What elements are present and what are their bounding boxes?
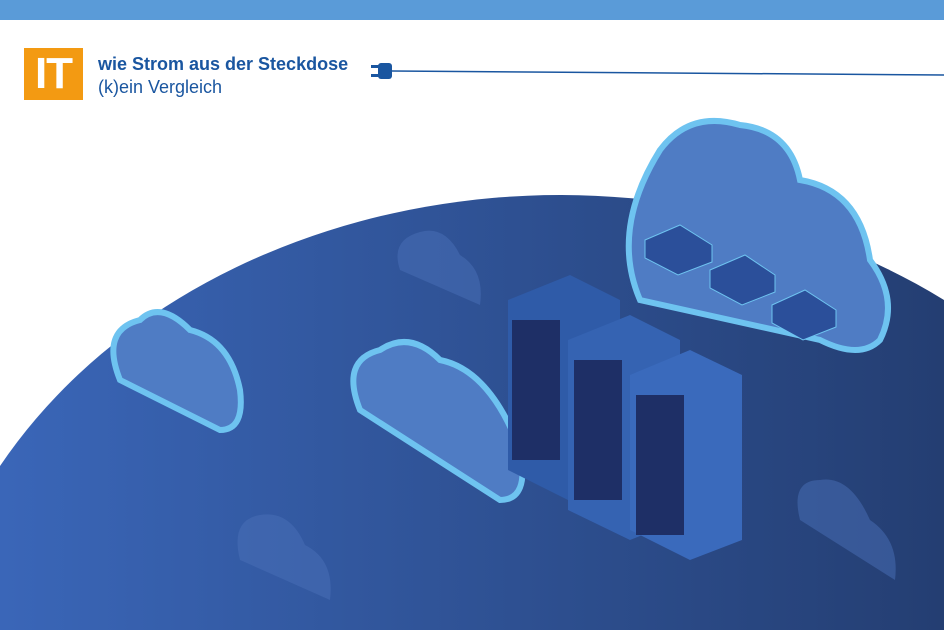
cloud-icon	[110, 117, 891, 504]
faded-cloud-icon	[237, 230, 896, 600]
it-logo: IT	[24, 48, 83, 100]
server-rack-icon	[508, 275, 742, 560]
page-title: wie Strom aus der Steckdose	[98, 54, 349, 74]
cloud-server-unit-icon	[644, 224, 837, 341]
top-bar	[0, 0, 944, 20]
plug-icon	[371, 63, 944, 79]
page-subtitle: (k)ein Vergleich	[98, 77, 223, 97]
